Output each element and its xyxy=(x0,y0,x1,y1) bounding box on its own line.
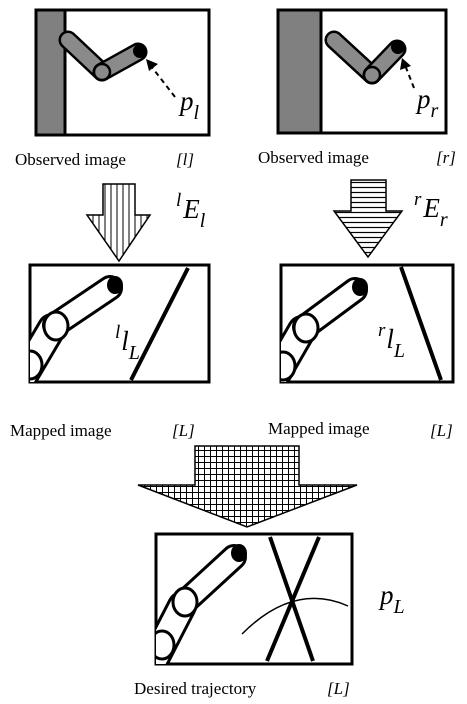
right-mapped-line xyxy=(399,266,443,381)
left-observed-caption: Observed image xyxy=(15,150,126,169)
right-mapped-image: rlL xyxy=(279,263,455,384)
merge-arrow xyxy=(137,445,358,528)
right-mapped-caption: Mapped image xyxy=(268,419,370,438)
left-transform-label: lEl xyxy=(176,190,206,232)
left-mapped-arm xyxy=(30,275,123,382)
right-line-label: rlL xyxy=(378,320,405,362)
desired-caption: Desired trajectory xyxy=(134,679,257,698)
right-observed-image: pr xyxy=(276,8,448,135)
desired-arm xyxy=(156,544,247,664)
right-observed-caption: Observed image xyxy=(258,148,369,167)
desired-point-label: pL xyxy=(378,580,405,618)
left-wall xyxy=(34,8,67,137)
left-mapped-frame-label: [L] xyxy=(172,421,195,440)
left-robot-arm xyxy=(58,30,148,82)
left-mapped-caption: Mapped image xyxy=(10,421,112,440)
right-transform-arrow xyxy=(332,179,404,259)
left-transform-arrow xyxy=(85,183,152,263)
left-line-label: llL xyxy=(115,322,140,364)
right-wall xyxy=(276,8,323,135)
right-transform-label: rEr xyxy=(414,189,448,231)
desired-trajectory-curve xyxy=(241,597,349,635)
desired-line-right xyxy=(265,536,321,662)
right-mapped-frame-label: [L] xyxy=(430,421,453,440)
left-observed-image: pl xyxy=(34,8,211,137)
left-point-label: pl xyxy=(178,86,200,124)
desired-frame-label: [L] xyxy=(327,679,350,698)
right-robot-arm xyxy=(324,30,407,85)
right-point-label: pr xyxy=(415,84,439,122)
left-mapped-image: llL xyxy=(28,263,211,384)
desired-trajectory-image xyxy=(154,532,354,666)
left-frame-label: [l] xyxy=(176,150,194,169)
left-mapped-line xyxy=(129,267,190,381)
right-frame-label: [r] xyxy=(436,148,456,167)
right-pointer-arrow xyxy=(400,58,415,89)
left-pointer-arrow xyxy=(146,59,176,98)
right-mapped-arm xyxy=(281,277,368,382)
